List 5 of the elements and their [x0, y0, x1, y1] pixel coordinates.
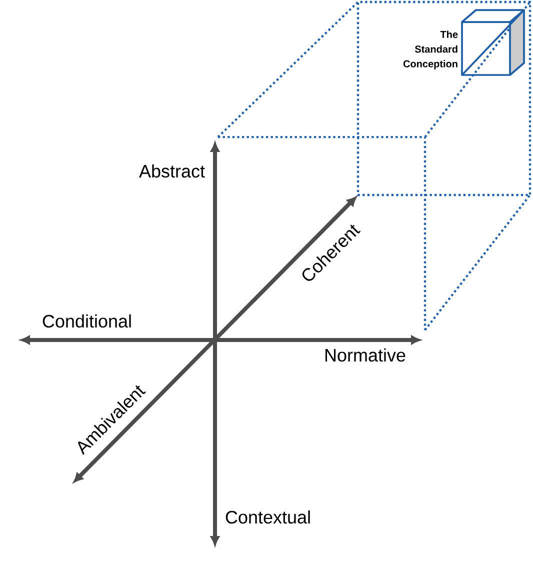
axis-label: Contextual	[226, 510, 310, 524]
axis-label: Normative	[325, 348, 406, 362]
axis-label: Abstract	[139, 164, 205, 178]
axis-label: Conditional	[42, 314, 131, 328]
cube-label: The Standard Conception	[403, 30, 458, 70]
